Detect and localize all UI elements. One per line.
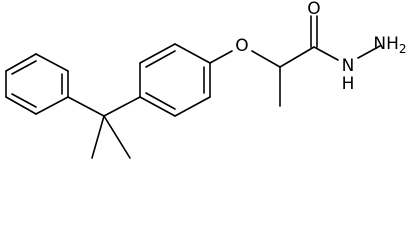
- carbonyl-nitrogen-bond: [313, 46, 339, 61]
- phenyl-bond: [5, 96, 37, 115]
- amide-hydrogen-label: H: [342, 74, 355, 94]
- side-chain: [209, 15, 381, 107]
- chemical-structure: O O N H NH2: [5, 0, 407, 159]
- phenylene-ring: [139, 43, 211, 117]
- phenylene-double-bond: [145, 92, 176, 110]
- phenylene-bond: [139, 96, 176, 117]
- oxygen-carbon-bond: [251, 50, 281, 68]
- amide-nitrogen-label: N: [342, 56, 355, 76]
- amine-subscript: 2: [399, 42, 407, 56]
- aryl-oxygen-bond: [209, 50, 233, 64]
- ether-oxygen-label: O: [235, 36, 248, 56]
- phenyl-double-bond: [11, 93, 37, 108]
- phenylene-bond: [139, 43, 176, 64]
- bridge-bond: [67, 96, 105, 117]
- phenylene-bond: [174, 43, 211, 64]
- phenyl-bond: [5, 53, 37, 72]
- phenylene-double-bond: [145, 50, 176, 68]
- phenyl-bond: [35, 53, 69, 72]
- phenyl-ring: [5, 53, 69, 115]
- carbon-carbonyl-bond: [279, 46, 315, 68]
- atom-labels: O O N H NH2: [235, 0, 406, 94]
- phenylene-bond: [174, 96, 211, 117]
- phenyl-bond: [35, 96, 69, 115]
- amine-nh-text: NH: [373, 34, 399, 54]
- methyl-bond: [103, 115, 131, 159]
- terminal-amine-label: NH2: [373, 34, 406, 56]
- carbonyl-oxygen-label: O: [307, 0, 320, 19]
- bridge-bond: [103, 96, 141, 117]
- dimethyl-bridge: [67, 96, 141, 159]
- methyl-bond: [91, 115, 105, 159]
- phenyl-double-bond: [11, 60, 37, 75]
- nitrogen-nitrogen-bond: [357, 45, 381, 59]
